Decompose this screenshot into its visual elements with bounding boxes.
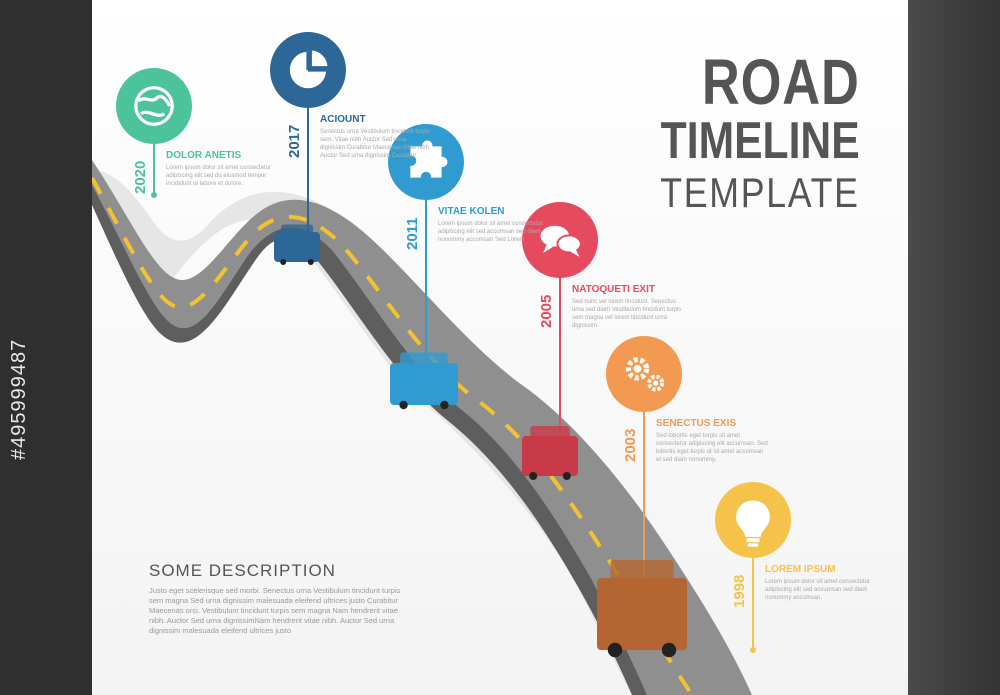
road-surface xyxy=(92,160,752,695)
car-icon xyxy=(274,224,320,265)
poster-title: ROAD TIMELINE TEMPLATE xyxy=(617,46,860,216)
car-icon xyxy=(522,426,578,480)
marker-title: ACIOUNT xyxy=(320,114,366,125)
marker-title: LOREM IPSUM xyxy=(765,564,836,575)
marker-title: SENECTUS EXIS xyxy=(656,418,737,429)
marker-year: 2020 xyxy=(132,160,149,194)
marker-year: 2017 xyxy=(286,124,303,158)
marker-body: Sed lobortis eget turpis sit amet consec… xyxy=(656,433,768,463)
car-icon xyxy=(597,560,687,658)
marker-circle xyxy=(116,68,192,144)
lightbulb-icon xyxy=(736,500,770,547)
marker-circle xyxy=(606,336,682,412)
marker-body: Lorem ipsum dolor sit amet consectetur a… xyxy=(765,579,871,601)
title-line-template: TEMPLATE xyxy=(660,169,860,216)
pie-chart-icon xyxy=(289,47,331,89)
marker-body: Sed nunc vel lorem tincidunt. Senectus u… xyxy=(572,299,682,329)
marker-year: 2003 xyxy=(622,428,639,462)
stock-id-text: #495999487 xyxy=(8,338,30,460)
marker-title: VITAE KOLEN xyxy=(438,206,505,217)
marker-body: Lorem ipsum dolor sit amet consectetur a… xyxy=(438,221,544,243)
marker-pins xyxy=(116,32,791,658)
puzzle-icon xyxy=(410,140,448,178)
marker-year: 2005 xyxy=(538,294,555,328)
title-line-road: ROAD xyxy=(702,46,860,118)
marker-body: Lorem ipsum dolor sit amet consectetur a… xyxy=(166,165,272,187)
marker-body: Senectus urna Vestibulum tincidunt turpi… xyxy=(320,129,431,159)
marker-year: 1998 xyxy=(731,574,748,608)
marker-pin-dot xyxy=(151,192,157,198)
infographic-poster: 2020 DOLOR ANETIS Lorem ipsum dolor sit am… xyxy=(92,0,908,695)
marker-year: 2011 xyxy=(404,217,421,250)
car-icon xyxy=(390,352,458,410)
marker-title: NATOQUETI EXIT xyxy=(572,284,655,295)
description-title: SOME DESCRIPTION xyxy=(149,561,336,580)
left-margin: #495999487 xyxy=(0,0,92,695)
title-line-timeline: TIMELINE xyxy=(661,112,860,170)
description-body: Justo eget scelerisque sed morbi. Senect… xyxy=(149,586,401,635)
chat-bubbles-icon xyxy=(540,225,582,257)
marker-pin-dot xyxy=(750,647,756,653)
right-margin xyxy=(908,0,1000,695)
marker-title: DOLOR ANETIS xyxy=(166,150,242,161)
globe-icon xyxy=(134,86,174,126)
